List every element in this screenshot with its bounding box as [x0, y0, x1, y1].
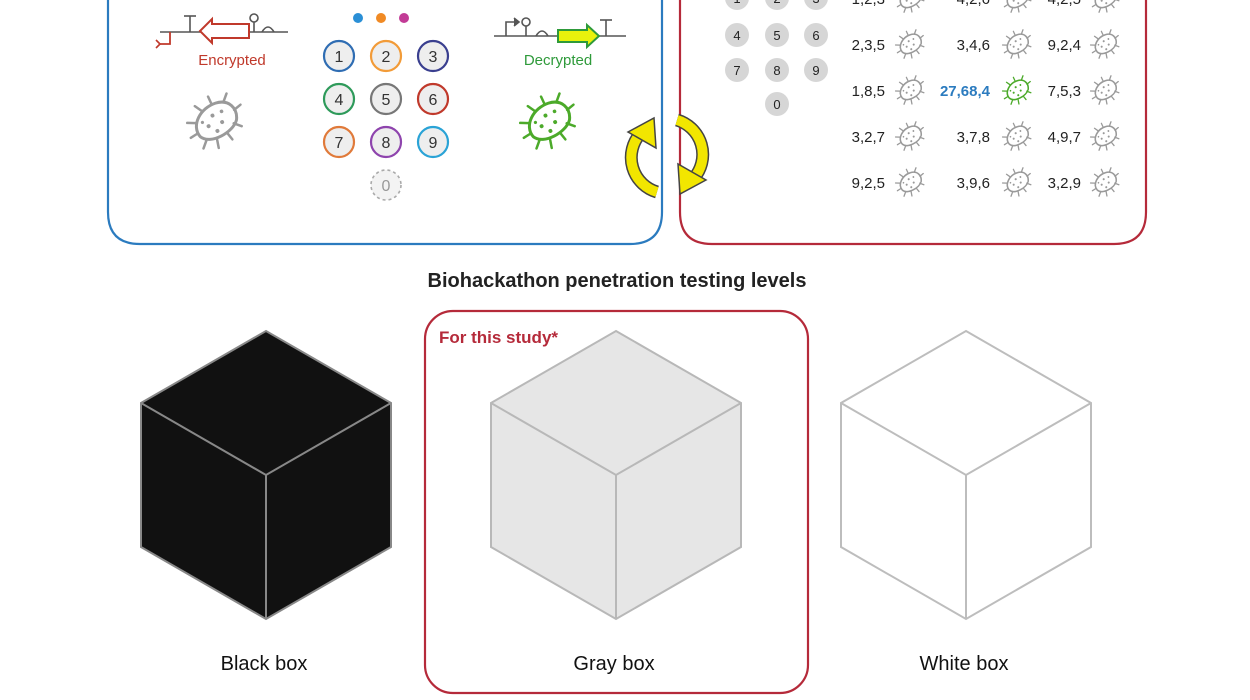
keypad-key-3 [416, 39, 450, 73]
dot-magenta [399, 13, 409, 23]
bacterium-small-icon [997, 24, 1038, 64]
bacterium-small-icon [997, 162, 1038, 202]
gray-key-5 [765, 23, 789, 47]
gray-key-4 [725, 23, 749, 47]
code-attempt: 3,2,9 [1048, 175, 1081, 192]
code-attempt-grid: 1,2,3 4,2,6 4,2,5 2,3,5 3,4,6 9,2,4 1,8,5 27,68… [852, 0, 1126, 202]
gray-key-5-label: 5 [773, 28, 780, 43]
study-highlight-frame [423, 309, 810, 695]
keypad-key-8-label: 8 [382, 135, 391, 152]
code-attempt: 4,2,6 [957, 0, 990, 8]
cube-2: Gray box [490, 329, 742, 675]
code-attempt: 4,9,7 [1048, 129, 1081, 146]
code-attempt: 9,2,5 [852, 175, 885, 192]
gray-key-2-label: 2 [773, 0, 780, 6]
bacterium-small-icon [890, 70, 931, 110]
keypad-key-0-disabled [370, 169, 402, 201]
bacterium-small-icon [997, 116, 1038, 156]
gray-key-1 [725, 0, 749, 10]
keypad-key-9-label: 9 [429, 135, 438, 152]
cube-3: White box [840, 329, 1092, 675]
keypad-key-4 [322, 82, 356, 116]
code-attempt: 2,3,5 [852, 37, 885, 54]
encrypted-label: Encrypted [198, 52, 266, 69]
keypad-key-0-label: 0 [382, 178, 391, 195]
bacterium-small-icon [997, 0, 1038, 18]
keypad-key-7-label: 7 [335, 135, 344, 152]
gray-key-3 [804, 0, 828, 10]
gray-key-7 [725, 58, 749, 82]
gray-key-0 [765, 92, 789, 116]
brute-force-panel-frame [678, 0, 1148, 246]
dot-blue [353, 13, 363, 23]
code-attempt: 3,2,7 [852, 129, 885, 146]
gray-key-8-label: 8 [773, 63, 780, 78]
gray-key-6 [804, 23, 828, 47]
cube-1: Black box [140, 329, 392, 675]
code-attempt: 7,5,3 [1048, 83, 1081, 100]
gray-key-1-label: 1 [733, 0, 740, 6]
bacterium-small-icon [890, 116, 931, 156]
code-attempt: 4,2,5 [1048, 0, 1081, 8]
decrypted-bacterium-icon [509, 84, 588, 159]
gray-keypad: 1 2 3 4 5 6 7 8 9 0 [725, 0, 828, 116]
gray-key-8 [765, 58, 789, 82]
gray-key-9 [804, 58, 828, 82]
bacterium-small-icon [1085, 70, 1126, 110]
cube-label: Black box [221, 653, 308, 675]
gray-key-4-label: 4 [733, 28, 740, 43]
bacterium-small-icon [1085, 116, 1126, 156]
keypad-key-1 [322, 39, 356, 73]
bacterium-small-icon [1085, 24, 1126, 64]
code-attempt: 9,2,4 [1048, 37, 1081, 54]
cycle-arrows-icon [624, 113, 710, 199]
cube-label: White box [920, 653, 1009, 675]
colored-keypad: 1 2 3 4 5 6 7 8 9 [322, 39, 450, 159]
gray-key-3-label: 3 [812, 0, 819, 6]
bacterium-small-icon [890, 0, 931, 18]
keypad-key-5-label: 5 [382, 92, 391, 109]
keypad-key-4-label: 4 [335, 92, 344, 109]
cubes-row: Black box Gray box White box [140, 329, 1092, 675]
code-attempt: 3,7,8 [957, 129, 990, 146]
bacterium-small-icon [1085, 162, 1126, 202]
code-attempt: 3,4,6 [957, 37, 990, 54]
bacterium-small-icon [1085, 0, 1126, 18]
gray-key-2 [765, 0, 789, 10]
gray-key-7-label: 7 [733, 63, 740, 78]
study-label: For this study* [439, 328, 558, 347]
keypad-key-6-label: 6 [429, 92, 438, 109]
keypad-key-1-label: 1 [335, 49, 344, 66]
dot-orange [376, 13, 386, 23]
keypad-key-3-label: 3 [429, 49, 438, 66]
gray-key-6-label: 6 [812, 28, 819, 43]
code-attempt: 1,2,3 [852, 0, 885, 8]
bacterium-small-icon [890, 162, 931, 202]
keypad-key-9 [416, 125, 450, 159]
cube-label: Gray box [573, 653, 654, 675]
bacterium-small-icon [890, 24, 931, 64]
keypad-key-8 [369, 125, 403, 159]
keypad-key-6 [416, 82, 450, 116]
decrypted-construct-icon [494, 17, 626, 50]
encrypted-bacterium-icon [176, 84, 255, 159]
keypad-key-7 [322, 125, 356, 159]
correct-code: 27,68,4 [940, 83, 991, 100]
decrypted-label: Decrypted [524, 52, 592, 69]
keypad-key-2-label: 2 [382, 49, 391, 66]
keypad-key-2 [369, 39, 403, 73]
code-attempt: 1,8,5 [852, 83, 885, 100]
gray-key-9-label: 9 [812, 63, 819, 78]
decryption-panel-frame [106, 0, 664, 246]
code-attempt: 3,9,6 [957, 175, 990, 192]
section-title: Biohackathon penetration testing levels [428, 270, 807, 292]
encrypted-construct-icon [155, 13, 288, 49]
keypad-key-5 [369, 82, 403, 116]
gray-key-0-label: 0 [773, 97, 780, 112]
decrypted-bacterium-small-icon [997, 70, 1038, 110]
